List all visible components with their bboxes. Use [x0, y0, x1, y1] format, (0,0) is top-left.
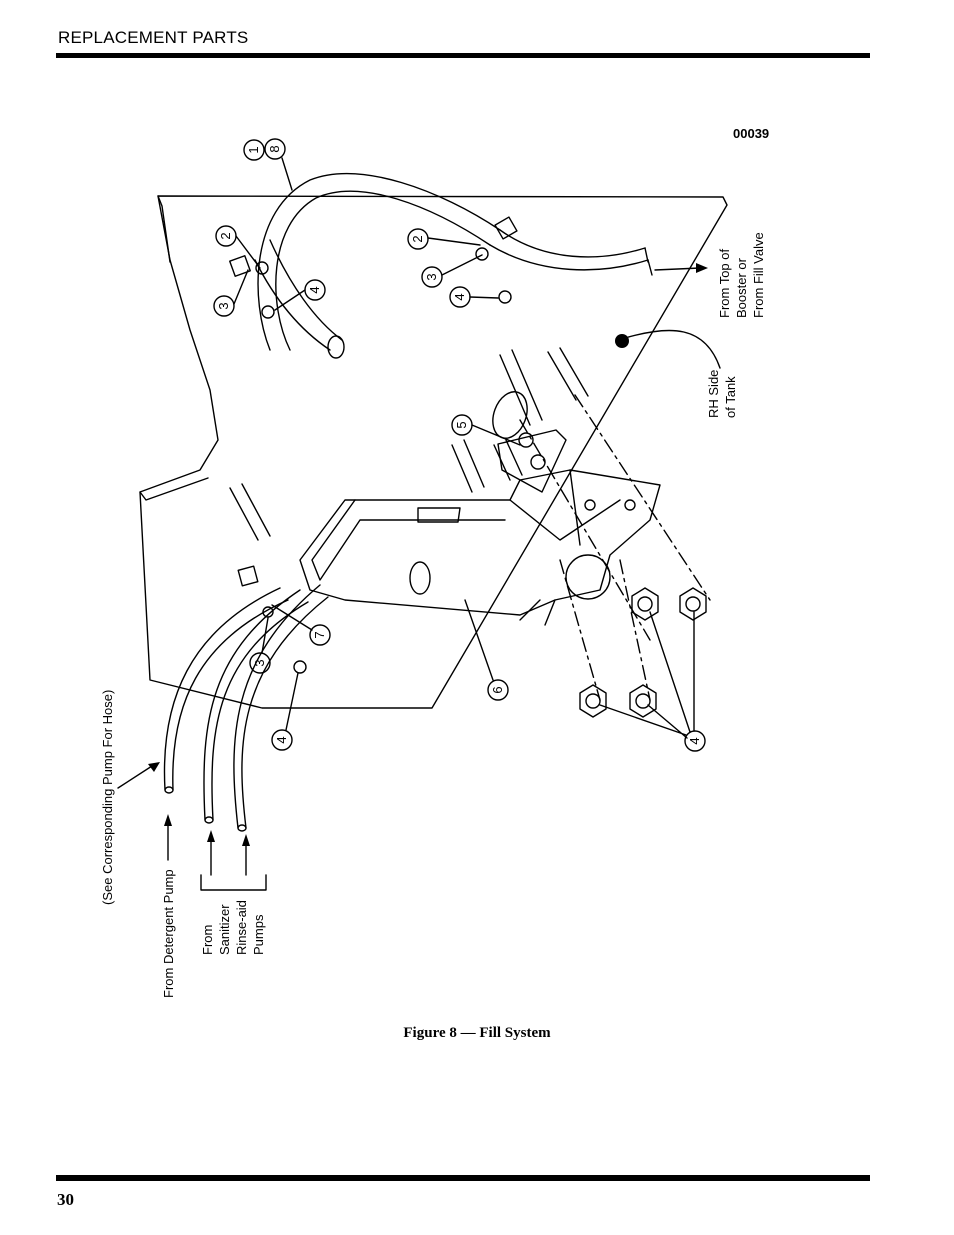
label-from-sanitizer-4: Pumps	[251, 914, 266, 955]
callout-4b: 4	[452, 293, 467, 300]
hose-detergent	[163, 587, 281, 791]
label-rh-side-1: RH Side	[706, 370, 721, 418]
callout-1: 1	[246, 146, 261, 153]
label-from-sanitizer-2: Sanitizer	[217, 904, 232, 955]
callout-3b: 3	[424, 273, 439, 280]
figure-caption: Figure 8 — Fill System	[403, 1025, 551, 1041]
callout-4a: 4	[307, 286, 322, 293]
callout-4d: 4	[687, 737, 702, 744]
gasket-plate	[497, 429, 567, 493]
label-from-top-of-booster-3: From Fill Valve	[751, 232, 766, 318]
label-see-corresponding-pump: (See Corresponding Pump For Hose)	[100, 690, 115, 905]
callout-7: 7	[312, 631, 327, 638]
callout-6: 6	[490, 686, 505, 693]
page-number: 30	[57, 1190, 74, 1209]
callout-8: 8	[267, 145, 282, 152]
hose-upper-left	[257, 172, 501, 351]
callout-5: 5	[454, 421, 469, 428]
label-from-sanitizer-1: From	[200, 925, 215, 955]
callout-2a: 2	[218, 232, 233, 239]
callout-3c: 3	[252, 659, 267, 666]
label-rh-side-2: of Tank	[723, 376, 738, 418]
label-from-top-of-booster-1: From Top of	[717, 248, 732, 318]
callout-2b: 2	[410, 235, 425, 242]
callout-3a: 3	[216, 302, 231, 309]
drawing-number: 00039	[733, 126, 769, 141]
callout-4c: 4	[274, 736, 289, 743]
hose-upper-right	[489, 244, 649, 271]
callout-circles	[213, 138, 706, 752]
label-from-sanitizer-3: Rinse-aid	[234, 900, 249, 955]
footer-rule	[56, 1175, 870, 1181]
hex-nuts	[579, 587, 707, 718]
threaded-studs	[229, 347, 589, 541]
header-rule	[56, 53, 870, 58]
bracket-body	[299, 469, 661, 616]
tank-wall	[139, 195, 728, 709]
label-from-detergent-pump: From Detergent Pump	[161, 869, 176, 998]
label-from-top-of-booster-2: Booster or	[734, 257, 749, 318]
section-header: REPLACEMENT PARTS	[58, 28, 249, 47]
